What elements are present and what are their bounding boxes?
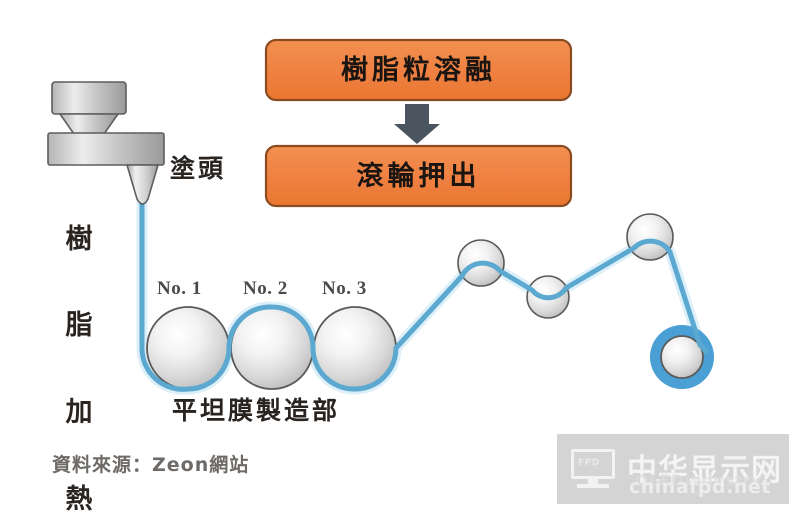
process-box-melt: [264, 38, 573, 102]
film-path: [139, 170, 703, 392]
watermark-brand-text: 中华显示网: [627, 453, 782, 488]
resin-label-char-2: 加: [65, 397, 93, 428]
source-credit: 資料來源：Zeon網站: [52, 454, 250, 476]
process-box-extrude-label: 滾輪押出: [356, 161, 481, 192]
roller-label-no-2: No. 2: [243, 278, 288, 299]
resin-label-char-0: 樹: [65, 223, 93, 255]
down-arrow-icon: [394, 104, 440, 144]
watermark-alt-text: OLEDindustry: [635, 471, 762, 490]
fpd-monitor-icon: FPD: [571, 449, 619, 489]
resin-label-char-3: 熱: [65, 483, 93, 514]
flat-film-section-label: 平坦膜製造部: [172, 396, 341, 425]
resin-heat-melt-label: 樹 脂 加 熱 溶 融: [62, 168, 96, 514]
wind-up-roll: [650, 325, 714, 389]
coating-head-label: 塗頭: [170, 154, 227, 183]
process-box-extrude: [264, 144, 573, 208]
fpd-icon-text: FPD: [578, 458, 600, 468]
watermark-url-text: chinafpd.net: [629, 476, 771, 498]
roller-label-no-3: No. 3: [322, 278, 367, 299]
resin-label-char-1: 脂: [65, 310, 93, 342]
watermark-text-group: 中华显示网 OLEDindustry chinafpd.net: [625, 441, 789, 498]
roller-label-no-1: No. 1: [157, 278, 202, 299]
extruder-head-assembly: [47, 81, 165, 205]
guide-roller-6: [626, 213, 674, 261]
process-box-melt-label: 樹脂粒溶融: [341, 55, 496, 86]
film-windup-entry: [697, 342, 709, 355]
watermark: FPD 中华显示网 OLEDindustry chinafpd.net: [557, 434, 789, 504]
